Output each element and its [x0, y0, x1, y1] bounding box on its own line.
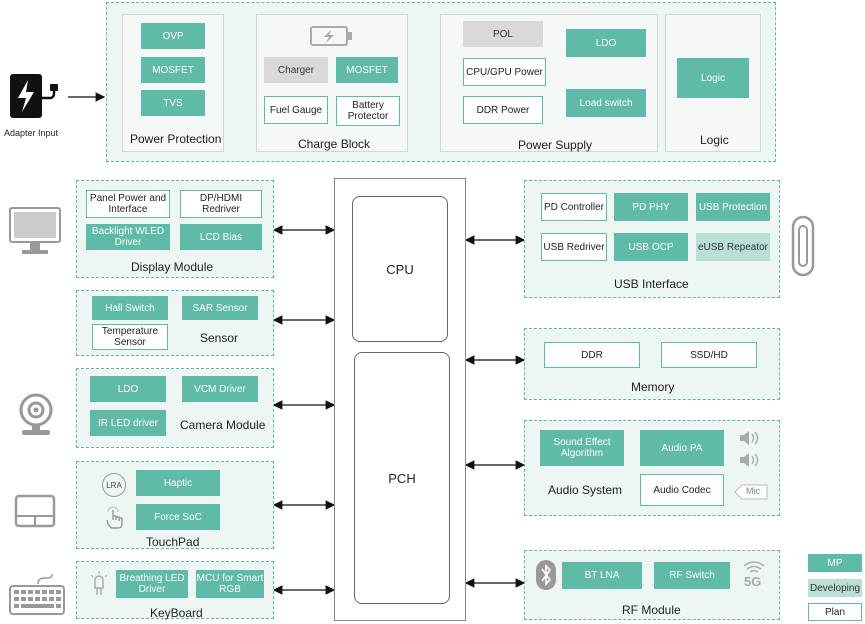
ssd-hd-box: SSD/HD: [661, 342, 757, 368]
force-soc-box: Force SoC: [136, 504, 220, 530]
panel-power-box: Panel Power and Interface: [86, 190, 170, 218]
usb-redriver-box: USB Redriver: [541, 233, 607, 261]
pd-phy-box: PD PHY: [614, 193, 688, 221]
audio-pa-box: Audio PA: [640, 430, 724, 466]
logic-box: Logic: [677, 58, 749, 98]
display-module-title: Display Module: [131, 260, 214, 274]
ldo-box: LDO: [566, 29, 646, 57]
five-g-icon: 5G: [744, 574, 762, 589]
pol-box: POL: [463, 21, 543, 47]
ddr-box: DDR: [544, 342, 640, 368]
touchpad-title: TouchPad: [146, 535, 200, 549]
hall-switch-box: Hall Switch: [92, 296, 168, 320]
lcd-bias-box: LCD Bias: [180, 224, 262, 250]
power-protection-title: Power Protection: [130, 132, 222, 146]
charge-block-title: Charge Block: [298, 137, 371, 151]
battery-protector-box: Battery Protector: [336, 96, 400, 126]
led-icon: [88, 570, 110, 596]
dp-hdmi-box: DP/HDMI Redriver: [180, 190, 262, 218]
legend-mp: MP: [808, 554, 862, 572]
legend-plan: Plan: [808, 603, 862, 621]
camera-ldo-box: LDO: [90, 376, 166, 402]
webcam-icon: [14, 392, 58, 438]
vcm-driver-box: VCM Driver: [182, 376, 258, 402]
haptic-box: Haptic: [136, 470, 220, 496]
lra-icon: LRA: [102, 473, 126, 497]
mic-label: Mic: [746, 486, 760, 496]
tvs-box: TVS: [141, 90, 205, 116]
speaker-icon: [738, 451, 760, 469]
ddr-power-box: DDR Power: [463, 96, 543, 124]
mosfet-box: MOSFET: [141, 57, 205, 83]
pch-box: PCH: [354, 352, 450, 604]
pd-controller-box: PD Controller: [541, 193, 607, 221]
sar-sensor-box: SAR Sensor: [182, 296, 258, 320]
usb-protection-box: USB Protection: [696, 193, 770, 221]
power-supply-title: Power Supply: [518, 138, 593, 152]
battery-icon: [310, 24, 354, 48]
usb-interface-title: USB Interface: [614, 277, 689, 291]
adapter-icon: [8, 72, 60, 124]
keyboard-icon: [8, 572, 66, 616]
sound-effect-box: Sound Effect Algorithm: [540, 430, 624, 466]
monitor-icon: [8, 206, 62, 256]
keyboard-title: KeyBoard: [150, 606, 203, 620]
touchpad-icon: [14, 494, 56, 528]
logic-title: Logic: [700, 133, 729, 147]
speaker-icon: [738, 429, 760, 447]
cpu-box: CPU: [352, 196, 448, 342]
bluetooth-icon: [536, 560, 556, 590]
fuel-gauge-box: Fuel Gauge: [264, 96, 328, 124]
adapter-label: Adapter Input: [4, 128, 59, 138]
mic-tag: Mic: [734, 484, 768, 500]
charger-box: Charger: [264, 57, 328, 83]
usb-port-icon: [790, 214, 816, 278]
usb-ocp-box: USB OCP: [614, 233, 688, 261]
backlight-box: Backlight WLED Driver: [86, 224, 170, 250]
temperature-sensor-box: Temperature Sensor: [92, 324, 168, 350]
mcu-rgb-box: MCU for Smart RGB: [196, 570, 264, 598]
bt-lna-box: BT LNA: [562, 562, 642, 589]
legend-developing: Developing: [808, 579, 862, 597]
wifi-icon: [742, 560, 766, 574]
cpu-gpu-power-box: CPU/GPU Power: [463, 58, 546, 86]
rf-switch-box: RF Switch: [654, 562, 730, 589]
audio-system-title: Audio System: [548, 483, 623, 497]
ir-led-driver-box: IR LED driver: [90, 410, 166, 436]
breathing-led-box: Breathing LED Driver: [116, 570, 188, 598]
audio-codec-box: Audio Codec: [640, 474, 724, 506]
memory-title: Memory: [631, 380, 675, 394]
ovp-box: OVP: [141, 23, 205, 49]
eusb-repeator-box: eUSB Repeator: [696, 233, 770, 261]
load-switch-box: Load switch: [566, 89, 646, 117]
charge-mosfet-box: MOSFET: [336, 57, 398, 83]
sensor-title: Sensor: [200, 331, 239, 345]
touch-hand-icon: [104, 506, 126, 530]
camera-module-title: Camera Module: [180, 418, 266, 432]
rf-module-title: RF Module: [622, 603, 681, 617]
